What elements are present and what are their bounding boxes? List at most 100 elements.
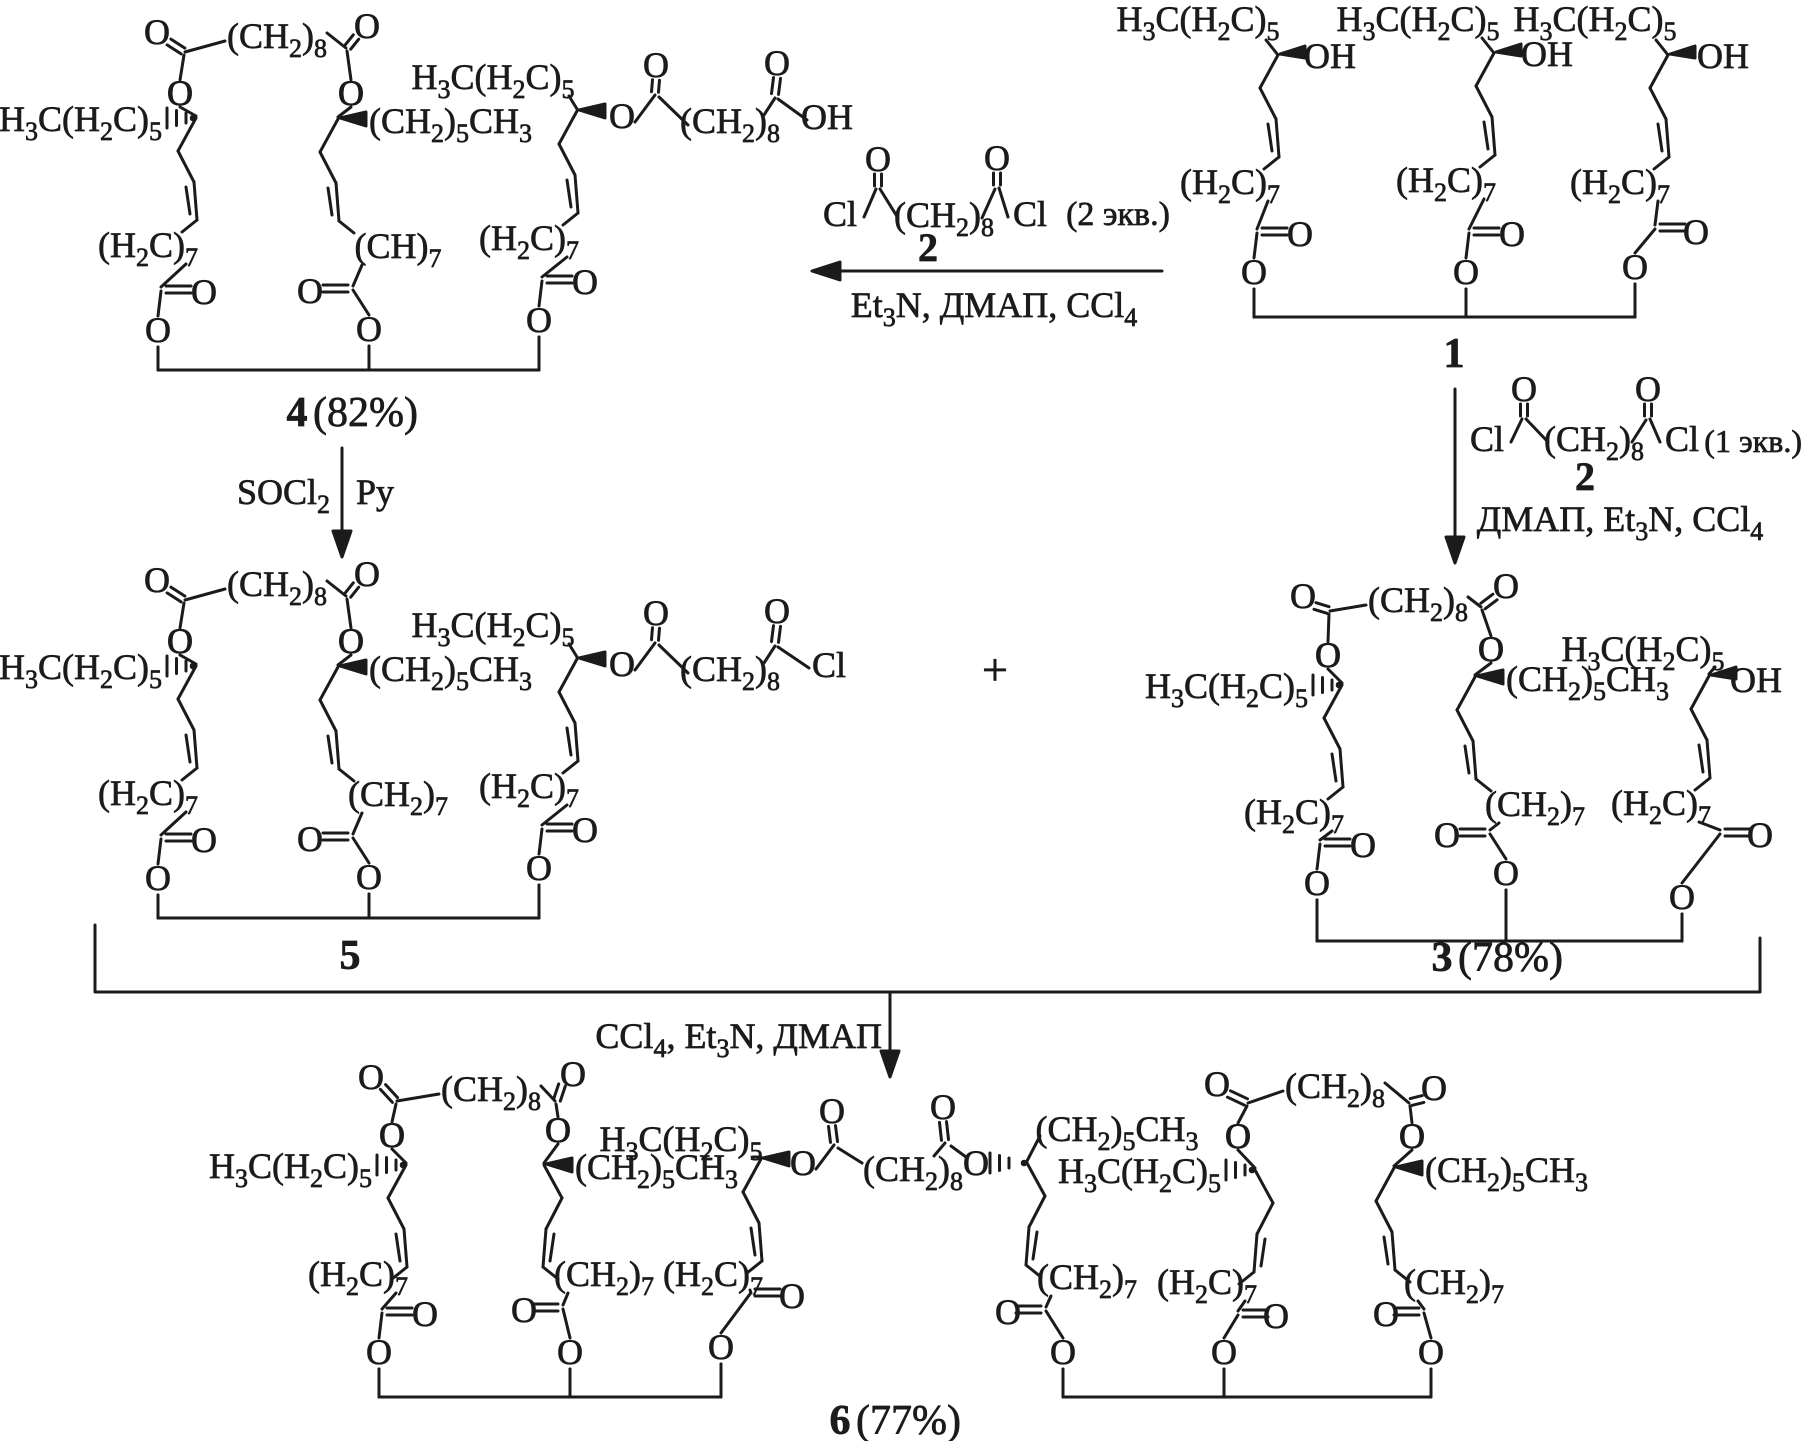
svg-text:O: O: [1350, 825, 1376, 865]
svg-text:Cl: Cl: [812, 645, 846, 685]
svg-text:O: O: [1225, 1116, 1251, 1156]
svg-text:O: O: [963, 1143, 989, 1183]
svg-text:O: O: [356, 857, 382, 897]
svg-text:(77%): (77%): [856, 1398, 961, 1441]
svg-text:O: O: [545, 1110, 571, 1150]
svg-text:2: 2: [1575, 454, 1595, 499]
svg-text:O: O: [1211, 1332, 1237, 1372]
svg-text:(H2C)7: (H2C)7: [479, 218, 579, 265]
svg-text:1: 1: [1444, 331, 1465, 377]
svg-text:H3C(H2C)5: H3C(H2C)5: [1145, 666, 1308, 713]
svg-text:O: O: [167, 73, 193, 113]
svg-text:(78%): (78%): [1458, 935, 1563, 981]
svg-text:H3C(H2C)5: H3C(H2C)5: [0, 647, 162, 694]
svg-text:Et3N, ДМАП, CCl4: Et3N, ДМАП, CCl4: [851, 285, 1138, 332]
svg-text:(CH2)7: (CH2)7: [554, 1254, 654, 1301]
svg-text:(82%): (82%): [313, 390, 418, 436]
svg-text:O: O: [819, 1091, 845, 1131]
svg-text:(CH2)8: (CH2)8: [227, 16, 327, 63]
svg-text:OH: OH: [1730, 660, 1782, 700]
svg-text:OH: OH: [801, 97, 853, 137]
svg-text:(2 экв.): (2 экв.): [1066, 196, 1170, 233]
svg-text:(CH2)8: (CH2)8: [227, 564, 327, 611]
svg-text:O: O: [191, 272, 217, 312]
svg-text:Cl: Cl: [823, 194, 857, 234]
svg-text:(H2C)7: (H2C)7: [1244, 792, 1344, 839]
svg-text:(CH2)8: (CH2)8: [1544, 419, 1644, 466]
svg-text:H3C(H2C)5: H3C(H2C)5: [1058, 1151, 1221, 1198]
svg-text:O: O: [1499, 214, 1525, 254]
svg-text:O: O: [297, 819, 323, 859]
svg-text:O: O: [1421, 1068, 1447, 1108]
svg-text:O: O: [1418, 1332, 1444, 1372]
svg-text:(CH2)8: (CH2)8: [680, 101, 780, 148]
svg-text:O: O: [572, 262, 598, 302]
svg-text:O: O: [865, 139, 891, 179]
svg-text:ДМАП, Et3N, CCl4: ДМАП, Et3N, CCl4: [1477, 499, 1764, 546]
svg-text:OH: OH: [1521, 34, 1573, 74]
svg-text:(CH2)7: (CH2)7: [1485, 784, 1585, 831]
svg-text:O: O: [609, 96, 635, 136]
svg-text:O: O: [1315, 635, 1341, 675]
svg-text:(H2C)7: (H2C)7: [98, 773, 198, 820]
svg-text:(CH2)7: (CH2)7: [1037, 1257, 1137, 1304]
svg-text:(CH2)5CH3: (CH2)5CH3: [1506, 659, 1669, 706]
svg-text:(CH2)8: (CH2)8: [680, 649, 780, 696]
svg-text:O: O: [358, 1057, 384, 1097]
svg-text:O: O: [1747, 815, 1773, 855]
svg-text:O: O: [1225, 1116, 1251, 1156]
svg-text:(H2C)7: (H2C)7: [479, 766, 579, 813]
svg-text:Py: Py: [356, 472, 394, 512]
svg-text:O: O: [526, 300, 552, 340]
svg-text:O: O: [609, 644, 635, 684]
svg-text:O: O: [708, 1327, 734, 1367]
svg-text:O: O: [764, 43, 790, 83]
svg-text:O: O: [167, 621, 193, 661]
svg-text:O: O: [412, 1294, 438, 1334]
svg-text:3: 3: [1432, 935, 1453, 981]
svg-text:O: O: [191, 820, 217, 860]
svg-text:O: O: [643, 593, 669, 633]
svg-text:OH: OH: [1697, 36, 1749, 76]
svg-text:O: O: [1204, 1064, 1230, 1104]
svg-text:O: O: [1241, 252, 1267, 292]
svg-text:6: 6: [830, 1398, 851, 1441]
svg-text:(H2C)7: (H2C)7: [308, 1254, 408, 1301]
svg-text:O: O: [356, 309, 382, 349]
svg-text:O: O: [511, 1290, 537, 1330]
svg-text:H3C(H2C)5: H3C(H2C)5: [1337, 0, 1500, 46]
svg-text:Cl: Cl: [1470, 419, 1504, 459]
svg-text:O: O: [526, 848, 552, 888]
svg-text:(CH2)8: (CH2)8: [863, 1149, 963, 1196]
svg-text:O: O: [1304, 863, 1330, 903]
svg-text:(H2C)7: (H2C)7: [663, 1254, 763, 1301]
svg-text:O: O: [1453, 252, 1479, 292]
svg-text:H3C(H2C)5: H3C(H2C)5: [1117, 0, 1280, 46]
svg-text:(CH2)8: (CH2)8: [894, 195, 994, 242]
svg-text:(CH2)7: (CH2)7: [348, 774, 448, 821]
svg-text:(CH)7: (CH)7: [355, 226, 442, 273]
svg-text:H3C(H2C)5: H3C(H2C)5: [209, 1146, 372, 1193]
svg-text:H3C(H2C)5: H3C(H2C)5: [412, 605, 575, 652]
svg-text:(CH2)8: (CH2)8: [441, 1069, 541, 1116]
svg-text:H3C(H2C)5: H3C(H2C)5: [0, 99, 162, 146]
svg-text:SOCl2: SOCl2: [237, 472, 330, 519]
svg-text:(CH2)5CH3: (CH2)5CH3: [1035, 1109, 1198, 1156]
svg-text:(CH2)5CH3: (CH2)5CH3: [1425, 1150, 1588, 1197]
svg-text:O: O: [1683, 212, 1709, 252]
svg-text:O: O: [366, 1332, 392, 1372]
svg-text:+: +: [982, 644, 1008, 695]
svg-text:H3C(H2C)5: H3C(H2C)5: [600, 1119, 763, 1166]
svg-text:O: O: [297, 271, 323, 311]
svg-text:(H2C)7: (H2C)7: [1611, 783, 1711, 830]
svg-text:O: O: [930, 1087, 956, 1127]
svg-text:(CH2)8: (CH2)8: [1285, 1066, 1385, 1113]
svg-text:O: O: [379, 1115, 405, 1155]
svg-text:(1 экв.): (1 экв.): [1704, 423, 1802, 459]
svg-text:O: O: [643, 45, 669, 85]
svg-text:O: O: [545, 1110, 571, 1150]
svg-text:CCl4, Et3N, ДМАП: CCl4, Et3N, ДМАП: [595, 1016, 882, 1063]
svg-text:O: O: [145, 310, 171, 350]
svg-text:O: O: [779, 1276, 805, 1316]
svg-text:O: O: [1478, 629, 1504, 669]
